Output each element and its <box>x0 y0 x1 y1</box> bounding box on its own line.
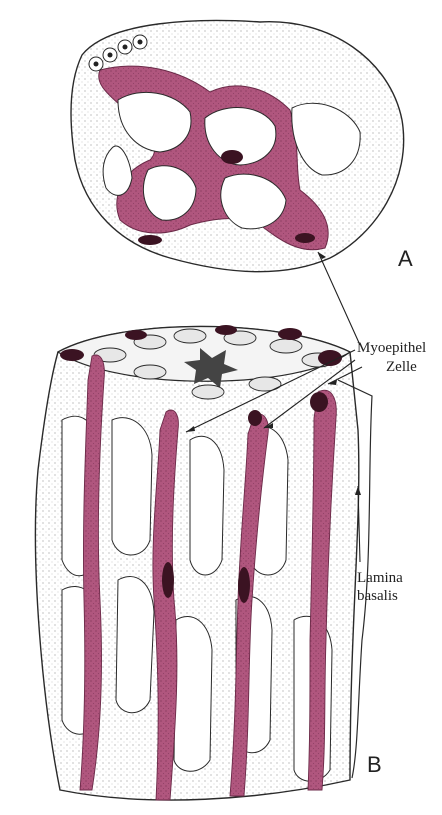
panel-b-label: B <box>367 752 382 777</box>
myoepithel-label-line1: Myoepithel <box>357 340 426 356</box>
lamina-label-line2: basalis <box>357 588 398 604</box>
panel-b-tubule <box>35 325 372 800</box>
myoepithel-label-line2: Zelle <box>386 359 417 375</box>
panel-a-label: A <box>398 246 413 271</box>
lamina-label-line1: Lamina <box>357 570 403 586</box>
panel-a-cross-section <box>71 21 404 272</box>
